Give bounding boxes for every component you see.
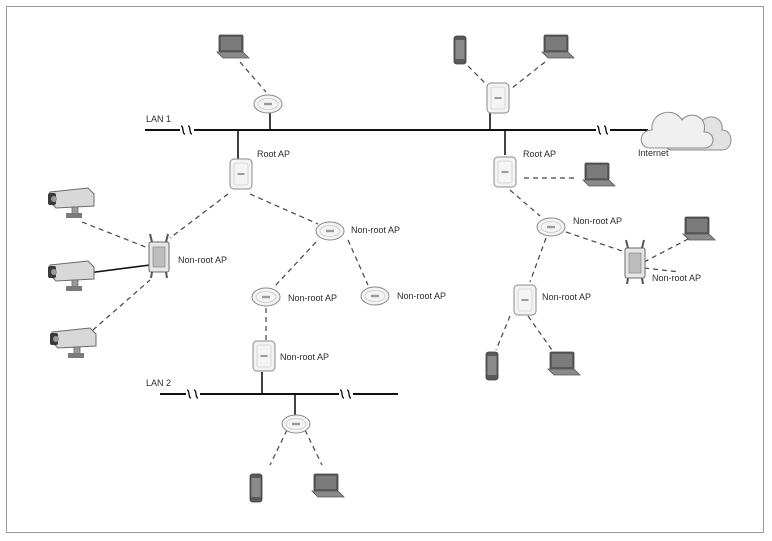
outdoor-ap-icon (624, 239, 646, 285)
root-ap-label: Root AP (523, 149, 556, 159)
line-break-icon (595, 124, 611, 136)
smartphone-icon (453, 35, 467, 65)
line-break-icon (185, 388, 201, 400)
non-root-ap-label: Non-root AP (178, 255, 227, 265)
non-root-ap-label: Non-root AP (542, 292, 591, 302)
lan2-ceiling-ap-icon (281, 414, 311, 434)
non-root-ap-oval-icon (536, 217, 566, 237)
non-root-ap-label: Non-root AP (280, 352, 329, 362)
non-root-ap-label: Non-root AP (652, 273, 701, 283)
root-ap-left-icon (229, 158, 253, 190)
camera-wired-link (87, 264, 151, 274)
ceiling-ap-icon (253, 94, 283, 114)
laptop-icon (682, 216, 716, 241)
non-root-ap-box-icon (513, 284, 537, 316)
laptop-icon (541, 34, 575, 59)
non-root-ap-label: Non-root AP (288, 293, 337, 303)
non-root-ap-label: Non-root AP (351, 225, 400, 235)
lan1-backbone (145, 113, 648, 160)
lan1-label: LAN 1 (146, 114, 171, 124)
non-root-ap-oval-icon (315, 221, 345, 241)
internet-label: Internet (638, 148, 669, 158)
root-ap-right-icon (493, 156, 517, 188)
non-root-ap-label: Non-root AP (573, 216, 622, 226)
wireless-links (81, 61, 691, 466)
wall-ap-icon (486, 82, 510, 114)
internet-cloud-icon (640, 111, 732, 151)
security-camera-icon (47, 260, 95, 292)
line-break-icon (338, 388, 354, 400)
non-root-ap-oval-icon (251, 287, 281, 307)
laptop-icon (216, 34, 250, 59)
smartphone-icon (249, 473, 263, 503)
non-root-ap-box-icon (252, 340, 276, 372)
laptop-icon (547, 351, 581, 376)
laptop-icon (582, 162, 616, 187)
line-break-icon (179, 124, 195, 136)
lan2-label: LAN 2 (146, 378, 171, 388)
root-ap-label: Root AP (257, 149, 290, 159)
non-root-ap-oval-icon (360, 286, 390, 306)
security-camera-icon (49, 327, 97, 359)
outdoor-ap-icon (148, 233, 170, 279)
smartphone-icon (485, 351, 499, 381)
non-root-ap-label: Non-root AP (397, 291, 446, 301)
laptop-icon (311, 473, 345, 498)
security-camera-icon (47, 187, 95, 219)
